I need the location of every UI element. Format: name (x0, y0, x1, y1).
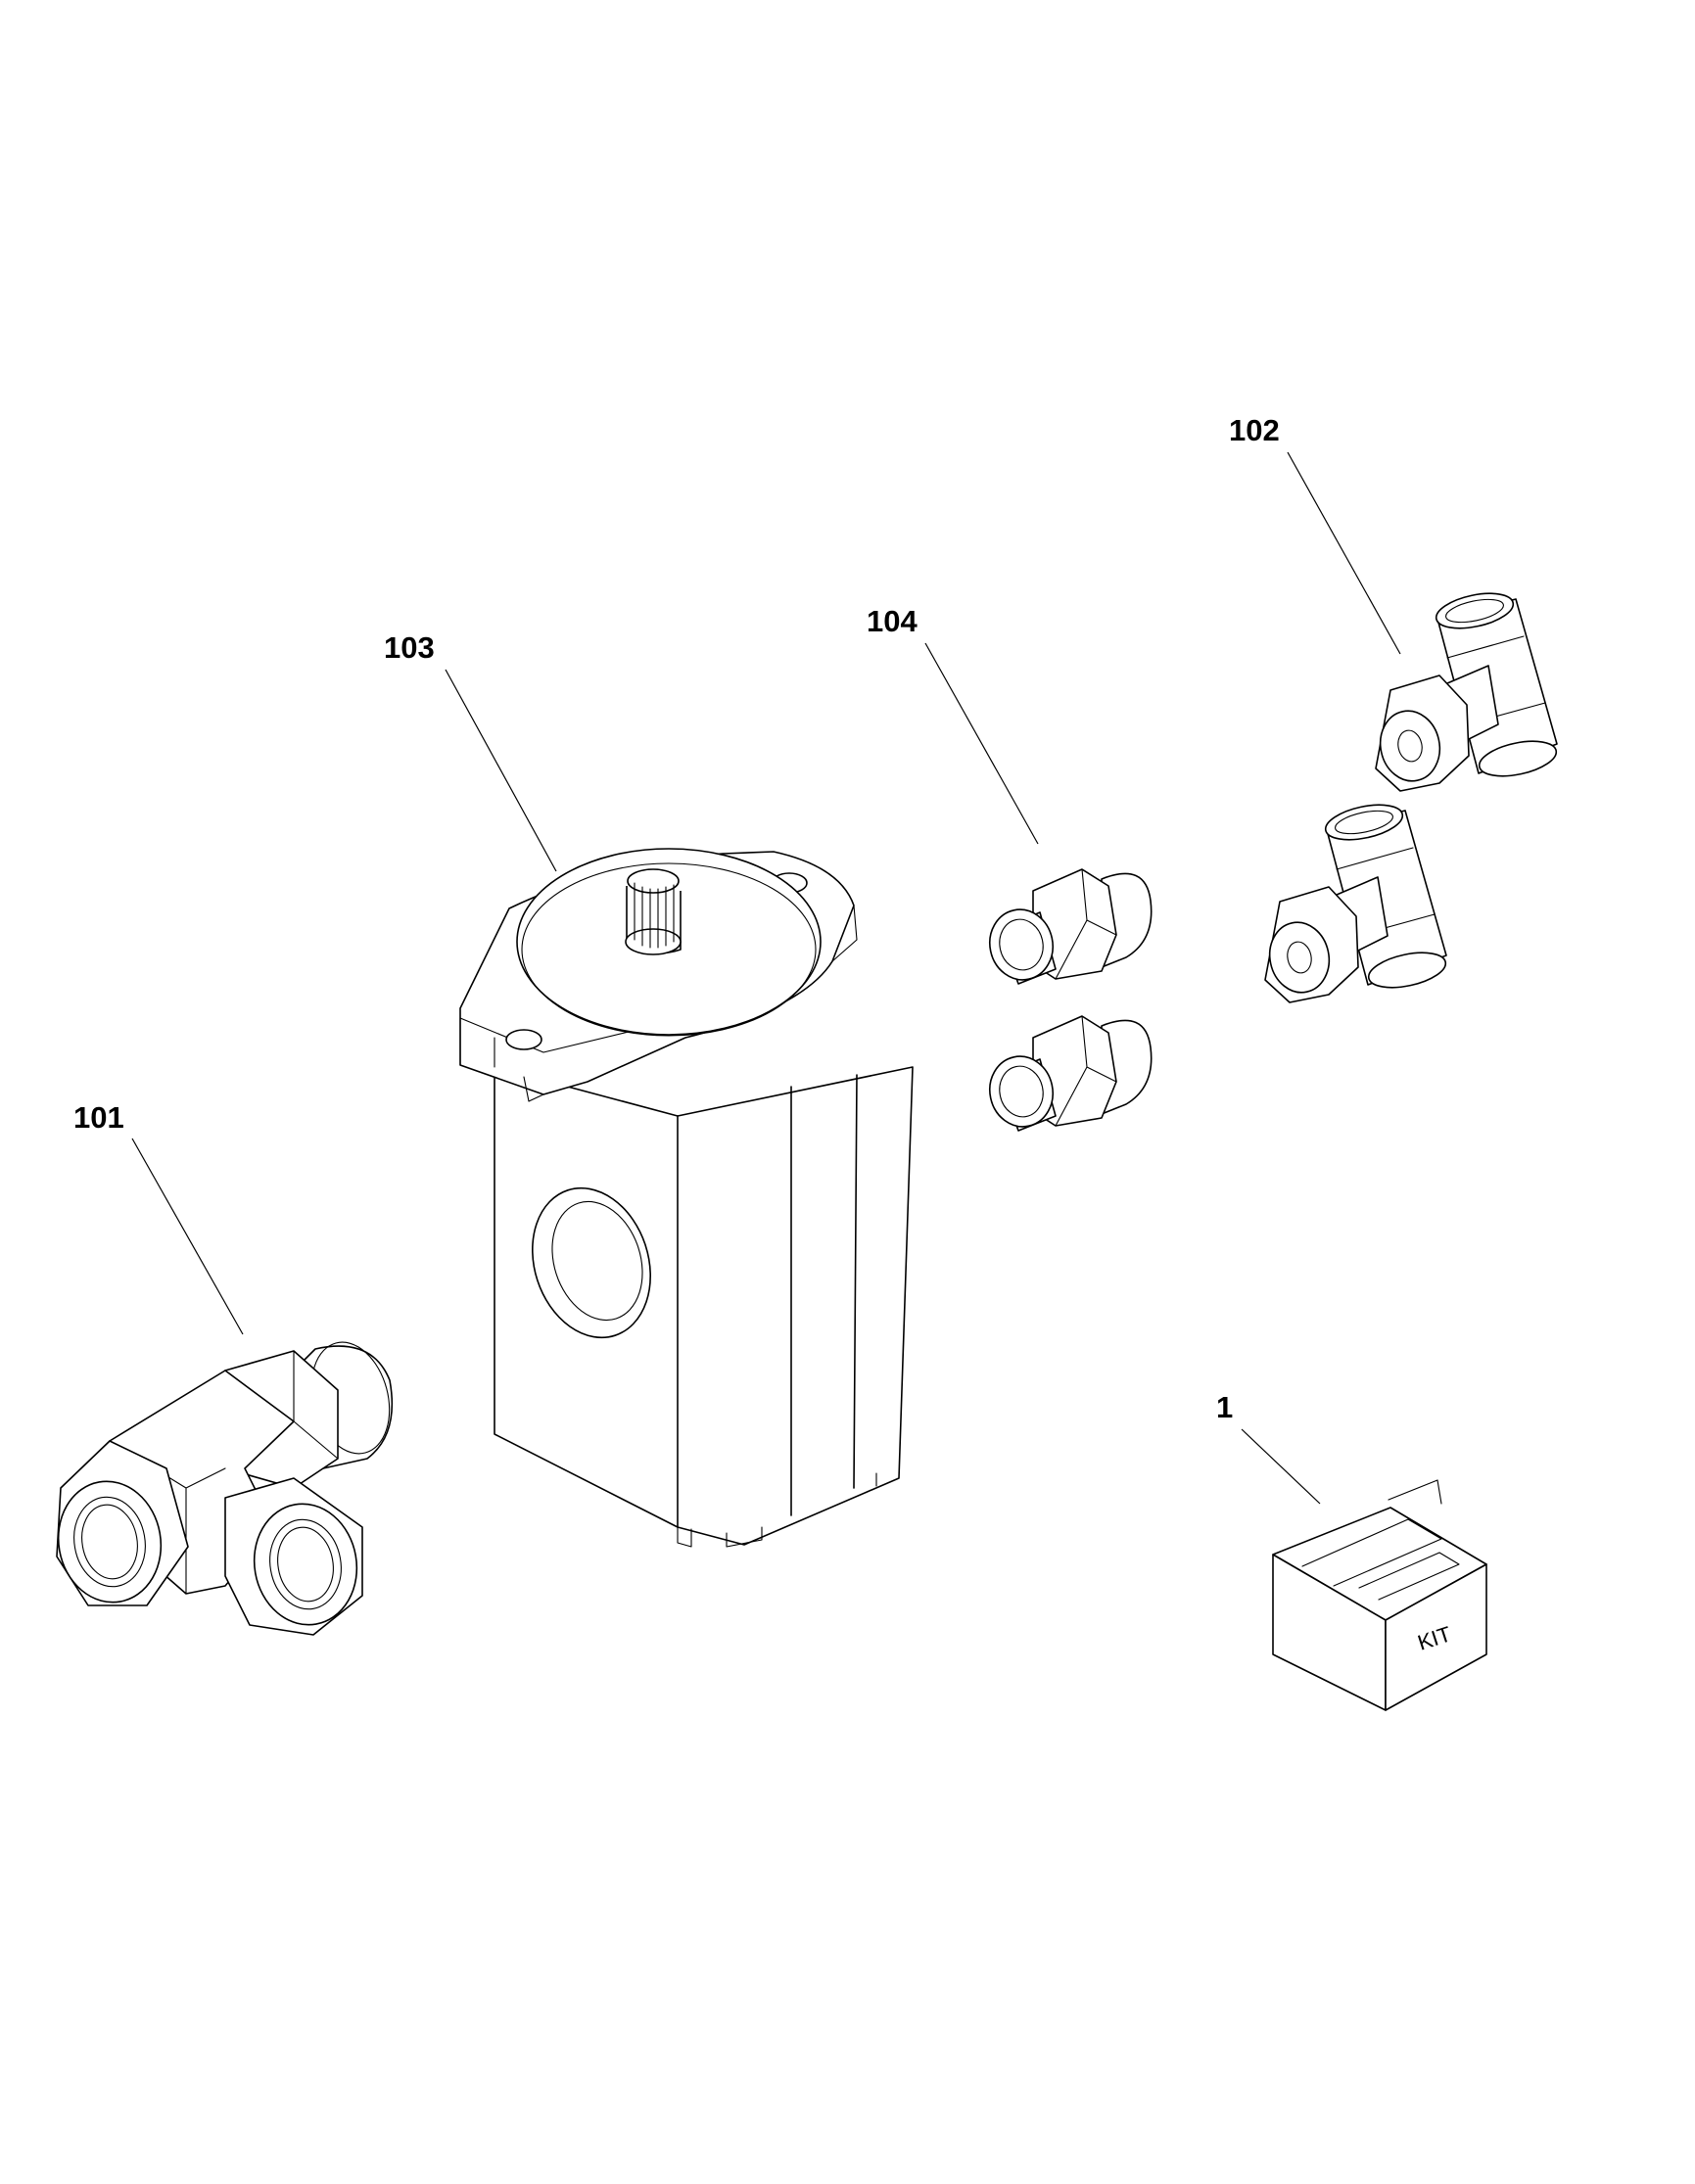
callout-101: 101 (73, 1100, 124, 1135)
kit-box-1: KIT (1272, 1479, 1487, 1711)
leader-line-102 (1287, 451, 1401, 655)
adapter-fitting-104-upper (989, 868, 1153, 985)
tee-fitting-102-upper (1375, 592, 1558, 792)
callout-102: 102 (1229, 413, 1280, 447)
leader-line-101 (131, 1138, 244, 1335)
leader-line-103 (445, 669, 557, 872)
adapter-fitting-104-lower (989, 1015, 1153, 1132)
callout-104: 104 (867, 604, 918, 638)
tee-fitting-102-lower (1264, 804, 1447, 1003)
leader-line-104 (924, 642, 1039, 845)
callout-103: 103 (384, 630, 435, 665)
gear-pump-103 (459, 848, 914, 1548)
leader-line-1 (1241, 1428, 1321, 1505)
callout-1: 1 (1216, 1390, 1233, 1424)
tee-fitting-101 (56, 1341, 394, 1636)
